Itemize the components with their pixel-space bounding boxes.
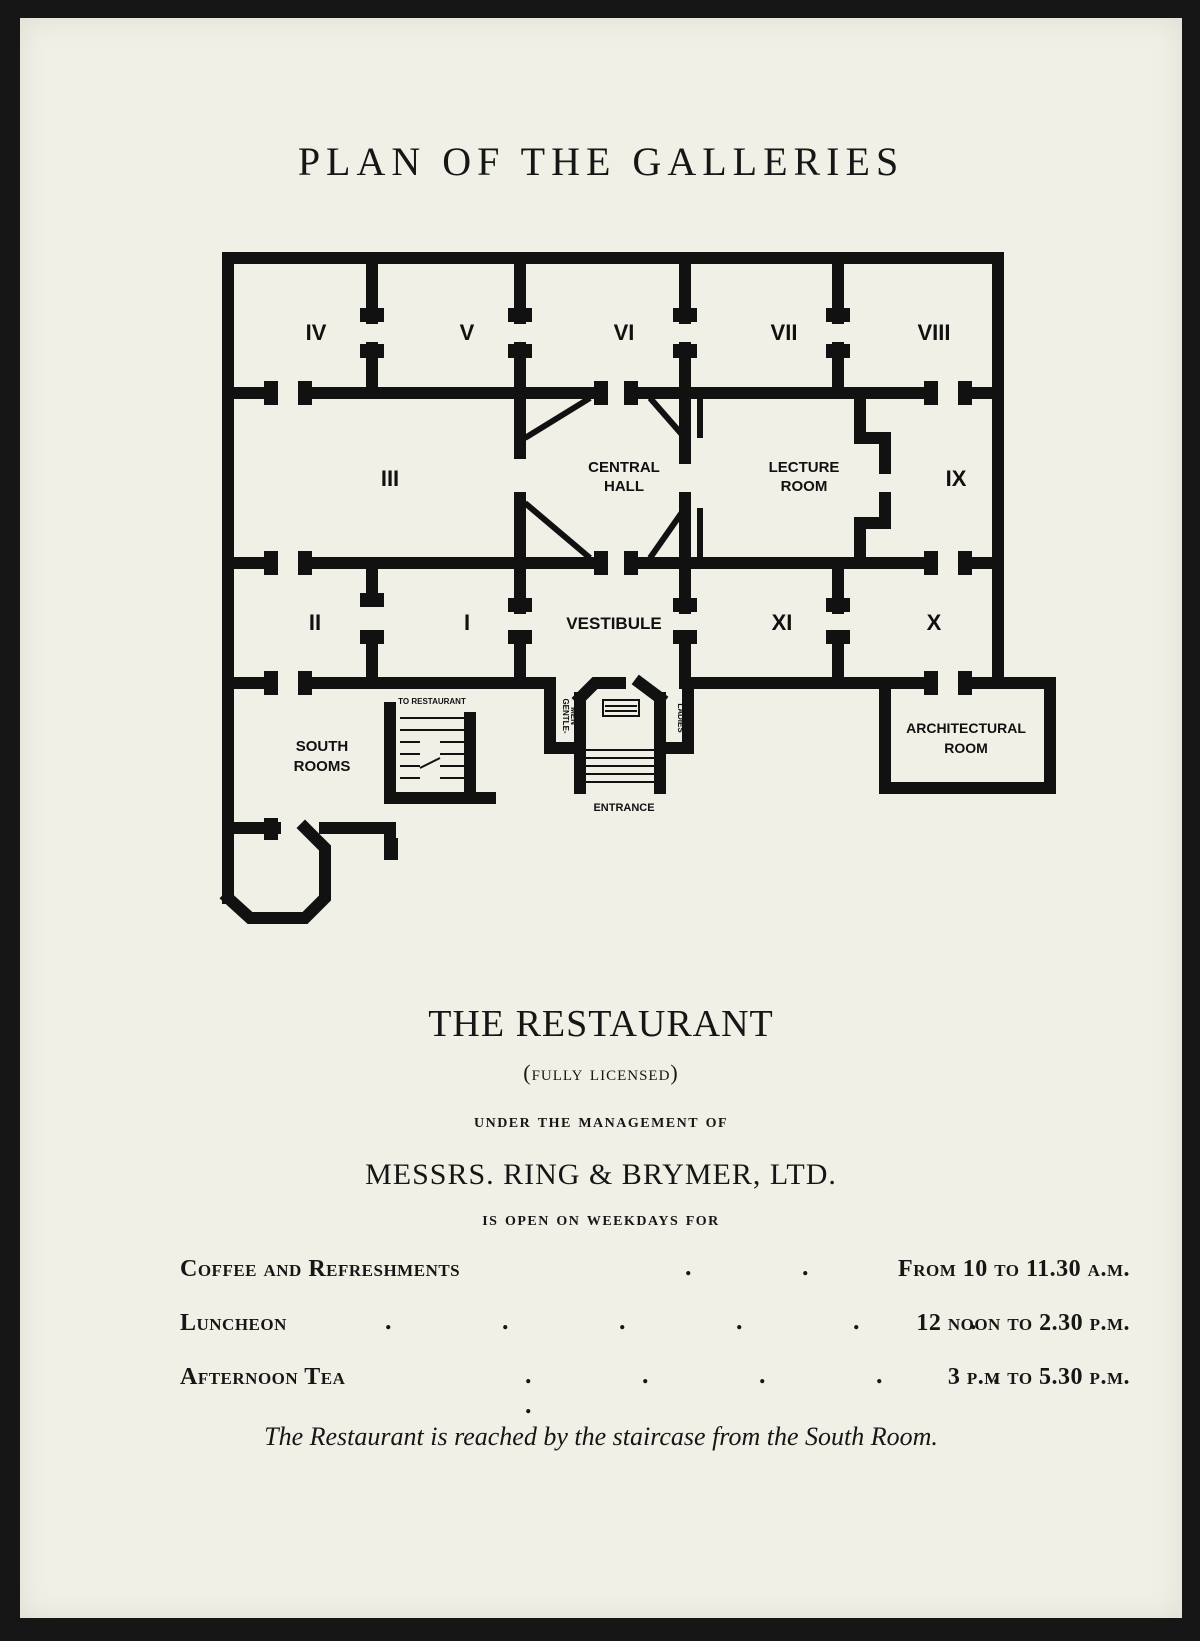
gallery-floor-plan: IV V VI VII VIII III CENTRAL HALL LECTUR…	[219, 252, 1056, 924]
page-title: PLAN OF THE GALLERIES	[297, 139, 905, 184]
room-v-label: V	[460, 320, 475, 345]
lecture-room-label-line2: ROOM	[781, 478, 828, 495]
central-hall-label-line2: HALL	[604, 478, 644, 495]
room-iv-label: IV	[306, 320, 327, 345]
to-restaurant-label: TO RESTAURANT	[398, 697, 466, 706]
hours-time: From 10 to 11.30 a.m.	[898, 1256, 1130, 1282]
room-ii-label: II	[309, 610, 321, 635]
lecture-room-label-line1: LECTURE	[769, 459, 840, 476]
restaurant-company: MESSRS. RING & BRYMER, LTD.	[365, 1158, 837, 1191]
hours-row-coffee: Coffee and Refreshments . . From 10 to 1…	[180, 1252, 1130, 1290]
central-hall-label-line1: CENTRAL	[588, 459, 660, 476]
hours-name: Luncheon	[180, 1310, 287, 1336]
hours-time: 12 noon to 2.30 p.m.	[916, 1310, 1130, 1336]
room-xi-label: XI	[772, 610, 793, 635]
hours-dots: . . . . . .	[385, 1306, 1029, 1335]
hours-time: 3 p.m to 5.30 p.m.	[947, 1364, 1130, 1390]
restaurant-management: under the management of	[473, 1110, 729, 1132]
restaurant-licensed: (fully licensed)	[523, 1060, 679, 1085]
gentlemen-label-line1: GENTLE-	[561, 698, 570, 733]
hours-name: Afternoon Tea	[180, 1364, 346, 1390]
room-x-label: X	[927, 610, 942, 635]
page: PLAN OF THE GALLERIES	[20, 18, 1182, 1618]
hours-row-luncheon: Luncheon . . . . . . 12 noon to 2.30 p.m…	[180, 1306, 1130, 1344]
architectural-room-label-line2: ROOM	[944, 740, 988, 756]
vestibule-label: VESTIBULE	[566, 614, 661, 633]
hours-name: Coffee and Refreshments	[180, 1256, 461, 1282]
restaurant-title: THE RESTAURANT	[428, 1003, 774, 1045]
hours-dots: . .	[685, 1252, 861, 1281]
restaurant-open: is open on weekdays for	[482, 1208, 720, 1230]
hours-dots: . . . . . .	[525, 1360, 1052, 1419]
room-ix-label: IX	[946, 466, 967, 491]
gentlemen-label-line2: MEN	[569, 707, 578, 725]
room-vii-label: VII	[771, 320, 798, 345]
architectural-room-label-line1: ARCHITECTURAL	[906, 720, 1026, 736]
ladies-label: LADIES	[676, 703, 685, 733]
south-rooms-label-line2: ROOMS	[294, 758, 351, 775]
room-viii-label: VIII	[917, 320, 950, 345]
south-rooms-label-line1: SOUTH	[296, 738, 349, 755]
room-iii-label: III	[381, 466, 399, 491]
restaurant-note: The Restaurant is reached by the stairca…	[264, 1422, 938, 1451]
hours-row-afternoon-tea: Afternoon Tea . . . . . . 3 p.m to 5.30 …	[180, 1360, 1130, 1419]
room-vi-label: VI	[614, 320, 635, 345]
entrance-label: ENTRANCE	[593, 802, 654, 814]
room-i-label: I	[464, 610, 470, 635]
